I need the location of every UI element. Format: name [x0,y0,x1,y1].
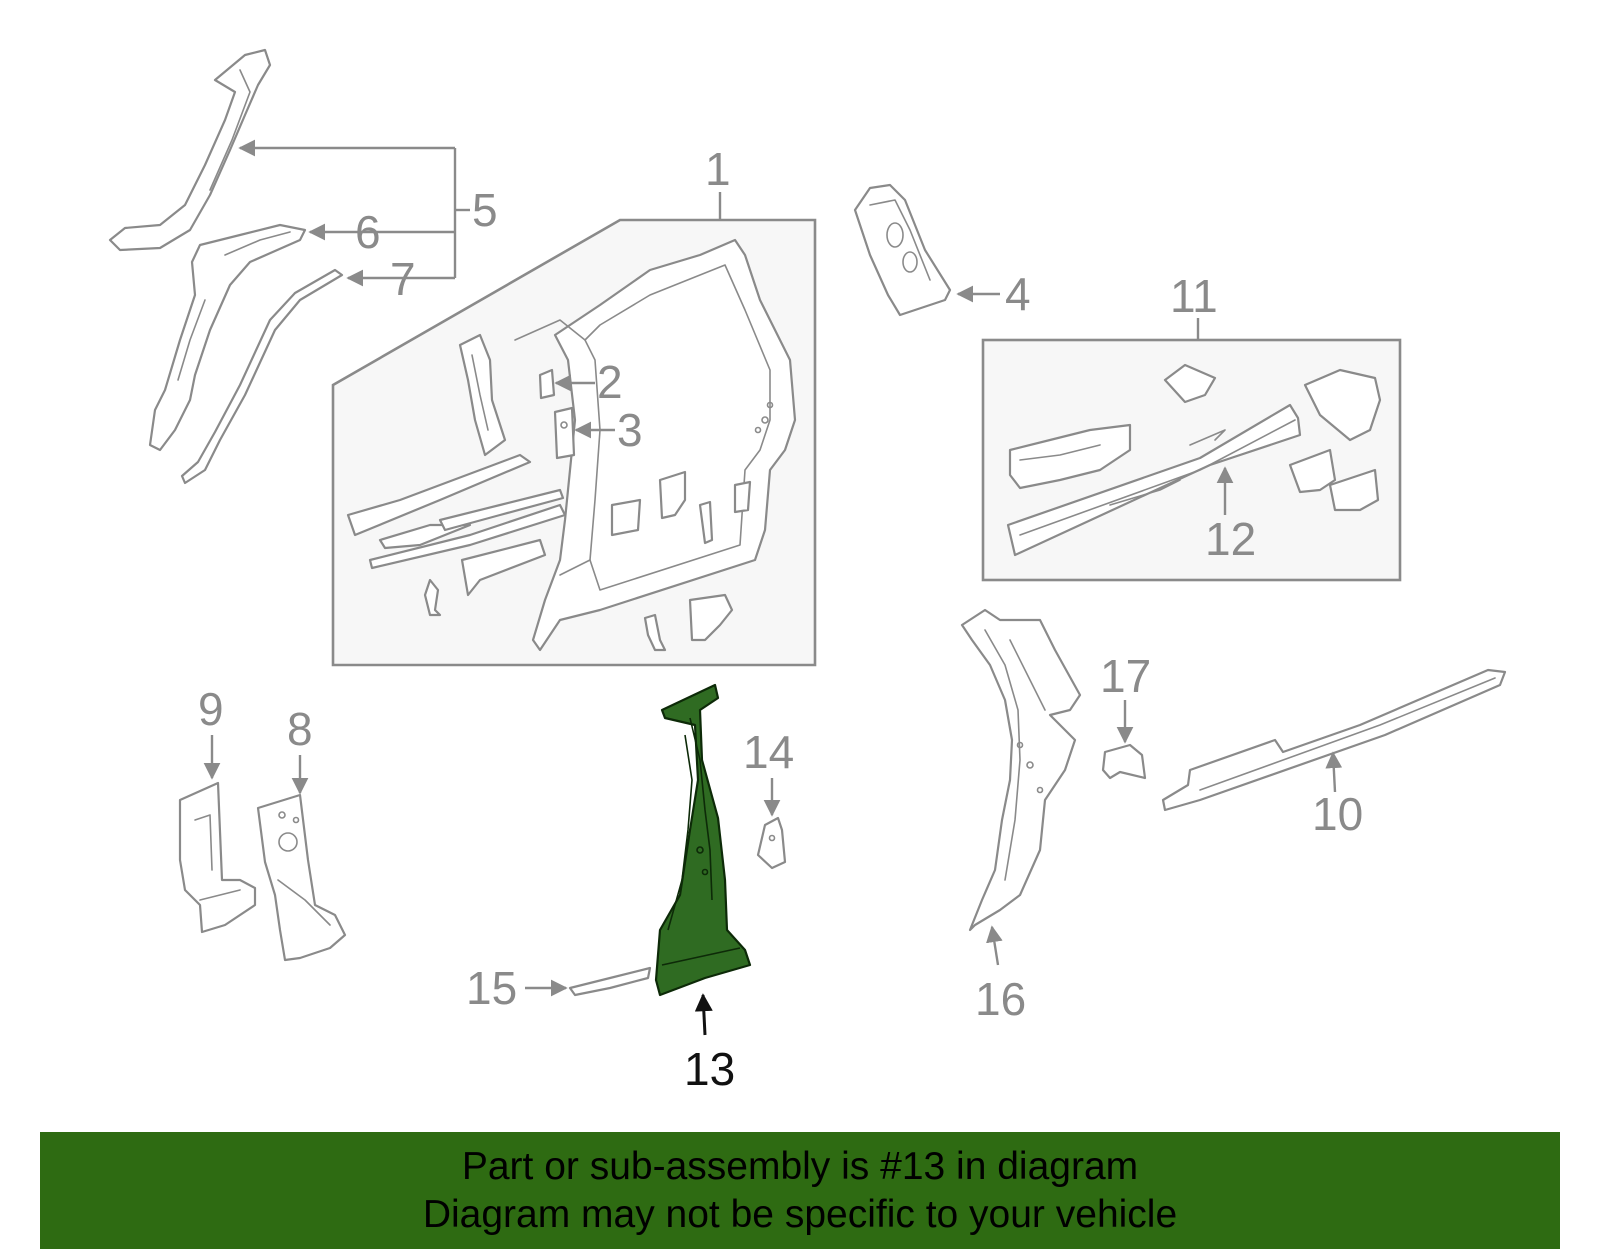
part-7 [180,268,344,485]
part-17 [1101,743,1147,780]
part-9 [178,781,257,934]
callout-5: 5 [472,184,498,236]
callout-10: 10 [1312,788,1363,840]
assembly-1-box: 1 [331,143,817,667]
part-12-bracket-right [1288,368,1382,512]
part-5 [108,48,272,252]
callout-4: 4 [1005,268,1031,320]
part-10 [1161,668,1507,812]
callout-6: 6 [355,206,381,258]
assembly-11-box: 11 12 [981,270,1402,582]
rocker-rails-part [346,453,567,617]
banner-line-2: Diagram may not be specific to your vehi… [422,1192,1178,1236]
part-16 [960,608,1082,932]
info-banner: Part or sub-assembly is #13 in diagram D… [40,1132,1560,1249]
part-12 [1006,403,1302,557]
part-8 [256,793,347,962]
callout-11: 11 [1170,270,1218,322]
part-3 [553,406,576,460]
part-15 [568,966,652,997]
callout-16: 16 [975,973,1026,1025]
small-brackets-part [610,470,752,652]
callout-12: 12 [1205,513,1256,565]
callout-7: 7 [390,253,416,305]
part-14 [756,816,787,870]
callout-3: 3 [617,404,643,456]
callout-9: 9 [198,683,224,735]
callout-15: 15 [466,962,517,1014]
part-2 [538,368,556,400]
part-13-highlighted[interactable] [654,683,752,997]
inner-pillar-part [458,333,507,457]
part-4 [853,183,952,317]
callout-13: 13 [684,1043,735,1095]
callout-14: 14 [743,726,794,778]
part-12-bracket-top [1163,363,1217,404]
callout-8: 8 [287,703,313,755]
banner-line-1: Part or sub-assembly is #13 in diagram [461,1144,1139,1188]
part-12-bracket-left [1008,423,1132,490]
callout-2: 2 [597,356,623,408]
side-frame-part [514,238,797,652]
callout-17: 17 [1100,650,1151,702]
part-6 [148,223,307,452]
callout-1: 1 [705,143,731,195]
